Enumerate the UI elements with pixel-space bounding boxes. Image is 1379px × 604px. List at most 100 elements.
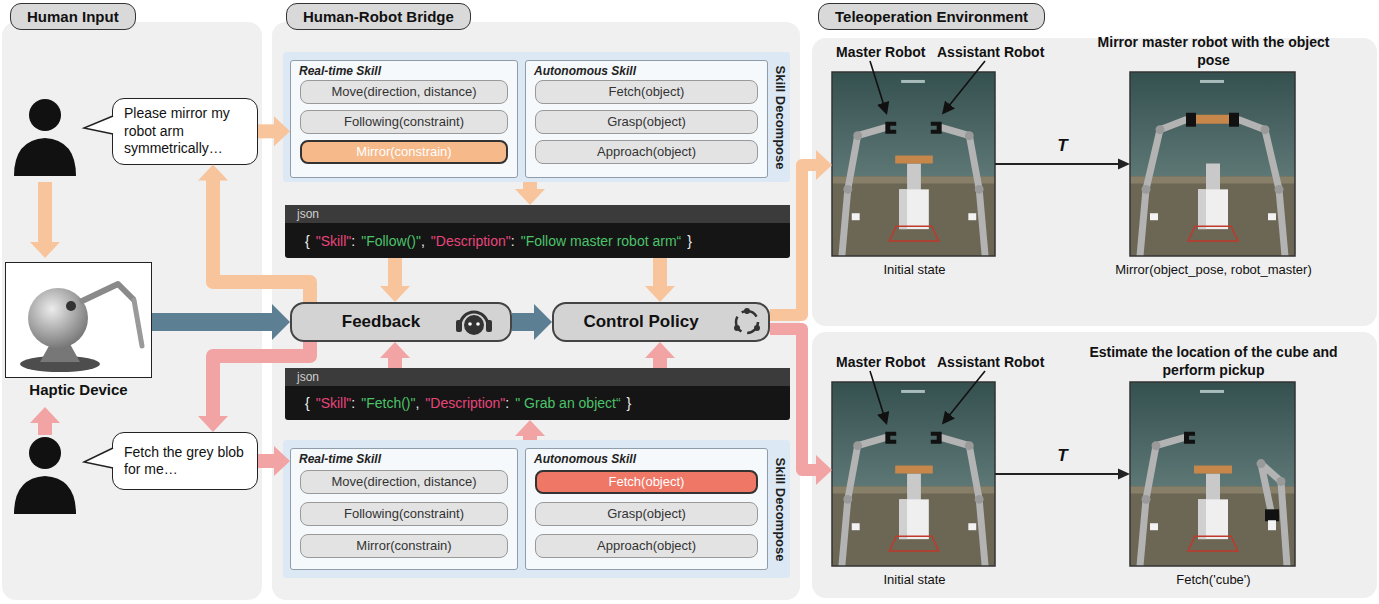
text-holder: Assistant Robot <box>937 353 1044 371</box>
group-title: Autonomous Skill <box>534 452 759 466</box>
text-holder: Fetch('cube') <box>1091 570 1336 588</box>
haptic-device-drawing-part <box>28 288 88 348</box>
scene-renders-part <box>832 72 995 256</box>
arrow-head <box>274 446 290 476</box>
panel-heading: Human-Robot Bridge <box>286 3 471 30</box>
policy-icon-part <box>754 325 760 331</box>
json-token: : <box>511 233 515 249</box>
text-holder: Teleoperation Environment <box>818 3 1045 30</box>
connector <box>258 446 290 476</box>
connector-line <box>213 180 310 302</box>
arrow-head <box>534 304 552 340</box>
robot-label: Master Robot <box>836 44 925 60</box>
speech-bubble: Fetch the grey blob for me… <box>112 432 258 490</box>
bubble-tail-part <box>84 116 113 134</box>
json-header: json <box>285 205 790 223</box>
skill-band: Skill Decompose Real-time SkillMove(direc… <box>283 440 790 578</box>
scene-caption: Initial state <box>883 572 945 587</box>
skill-text: Move(direction, distance) <box>331 474 476 490</box>
group-title: Real-time Skill <box>299 452 509 466</box>
connector-line <box>995 473 1119 475</box>
json-token: , <box>415 395 419 411</box>
process-text: Feedback <box>342 312 420 332</box>
json-token: "Follow()" <box>361 233 421 249</box>
text-holder: T <box>1043 446 1083 466</box>
json-token: "Skill" <box>316 395 352 411</box>
bubble-tail <box>84 116 114 468</box>
text-holder: Master Robot <box>836 353 925 371</box>
panel-heading: Teleoperation Environment <box>818 3 1045 30</box>
connector <box>380 258 410 302</box>
connector <box>380 342 410 368</box>
skill-text: Mirror(constrain) <box>356 144 451 160</box>
json-token: " Grab an object“ <box>515 395 620 411</box>
arrow-head <box>816 455 832 485</box>
skill-item: Grasp(object) <box>535 110 758 134</box>
haptic-device-drawing-part <box>20 356 100 372</box>
connector-line <box>388 358 402 369</box>
json-body: {"Skill":"Fetch()","Description":" Grab … <box>285 386 790 420</box>
json-tag: json <box>297 370 319 384</box>
leader-arrows-part <box>944 371 985 422</box>
connector-line <box>995 163 1119 165</box>
bubble-tail-part <box>84 116 114 134</box>
arrow-head <box>198 416 228 432</box>
text-holder: Haptic Device <box>6 381 151 399</box>
policy-icon-part <box>734 325 740 331</box>
json-body: {"Skill":"Follow()","Description":"Follo… <box>285 223 790 258</box>
input-arrow <box>30 182 60 435</box>
speech-text: Please mirror my robot arm symmetrically… <box>124 105 246 158</box>
sub-panels <box>812 38 1377 598</box>
headset-icon-part <box>476 322 480 326</box>
haptic-device-drawing-part <box>80 284 134 302</box>
skill-text: Following(constraint) <box>344 114 464 130</box>
json-box: json{"Skill":"Fetch()","Description":" G… <box>285 368 790 420</box>
connector-line <box>770 165 817 315</box>
json-tag: json <box>297 207 319 221</box>
scene-renders-part <box>832 382 995 566</box>
scene-caption: Fetch('cube') <box>1176 572 1250 587</box>
edge-label: T <box>1057 446 1067 465</box>
connector-line <box>523 436 537 441</box>
text-holder: Skill Decompose <box>770 440 790 578</box>
connector-line <box>152 313 273 331</box>
connector-line <box>213 342 310 417</box>
group-title: Autonomous Skill <box>534 64 759 78</box>
headset-icon <box>456 312 492 335</box>
text-holder: Mirror(object_pose, robot_master) <box>1091 260 1336 278</box>
device-label: Haptic Device <box>29 381 127 398</box>
json-token: "Follow master robot arm“ <box>521 233 682 249</box>
skill-group: Autonomous SkillFetch(object) Grasp(objec… <box>525 60 768 178</box>
scene-caption: Initial state <box>883 262 945 277</box>
skill-item: Fetch(object) <box>535 80 758 104</box>
skill-item: Fetch(object) <box>535 470 758 494</box>
text-holder: Assistant Robot <box>937 43 1044 61</box>
scene-heading: Estimate the location of the cube and pe… <box>1089 344 1337 378</box>
json-token: "Fetch()" <box>361 395 415 411</box>
scene-heading: Mirror master robot with the object pose <box>1098 34 1330 68</box>
scene-image: Mirror master robot with the object pose… <box>1130 72 1295 256</box>
json-token: "Skill" <box>316 233 352 249</box>
haptic-device-drawing-part <box>66 301 76 311</box>
band-title: Skill Decompose <box>773 457 788 561</box>
arrow-head <box>198 165 228 181</box>
skill-text: Approach(object) <box>597 538 696 554</box>
connector <box>645 342 675 368</box>
json-token: : <box>505 395 509 411</box>
input-arrow-part <box>38 182 52 244</box>
skill-text: Grasp(object) <box>607 506 686 522</box>
headset-icon-part <box>468 322 472 326</box>
panel-region: Teleoperation EnvironmentMaster RobotAss… <box>810 22 1377 600</box>
skill-item: Move(direction, distance) <box>300 470 508 494</box>
arrow-head <box>1118 469 1130 480</box>
process-box: Feedback <box>290 302 512 342</box>
arrow-head <box>380 286 410 302</box>
text-holder: Human-Robot Bridge <box>286 3 471 30</box>
speech-text: Fetch the grey blob for me… <box>124 444 246 479</box>
band-title: Skill Decompose <box>773 65 788 169</box>
json-token: } <box>627 395 632 411</box>
connector-line <box>653 258 667 287</box>
process-text: Control Policy <box>583 312 698 332</box>
skill-group: Real-time SkillMove(direction, distance)… <box>290 60 518 178</box>
